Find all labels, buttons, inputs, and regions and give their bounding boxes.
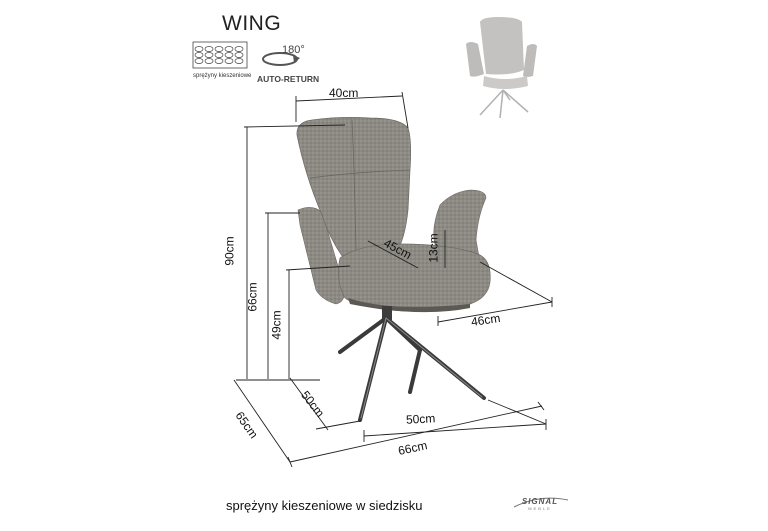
caption: sprężyny kieszeniowe w siedzisku <box>226 498 423 513</box>
dim-seat-height: 49cm <box>269 310 284 340</box>
brand-logo: SIGNAL MEBLE <box>510 497 570 513</box>
product-name: WING <box>222 12 282 35</box>
chair-thumbnail <box>466 17 537 119</box>
dimension-lines <box>233 91 553 468</box>
brand-name: SIGNAL <box>521 497 559 506</box>
rotation-degrees: 180° <box>282 44 305 56</box>
chair-illustration <box>296 116 491 422</box>
dim-armrest-height: 66cm <box>245 282 260 312</box>
dim-total-height: 90cm <box>222 236 237 266</box>
dim-base-width: 50cm <box>405 411 436 427</box>
brand-sub: MEBLE <box>528 506 552 511</box>
dim-back-width: 40cm <box>329 86 359 100</box>
dim-armrest-to-seat: 13cm <box>426 233 441 263</box>
auto-return-label: AUTO-RETURN <box>257 74 320 84</box>
pocket-springs-icon <box>192 41 248 69</box>
signal-logo <box>513 497 569 508</box>
pocket-springs-label: sprężyny kieszeniowe <box>193 73 252 79</box>
rotation-icon <box>262 52 300 66</box>
